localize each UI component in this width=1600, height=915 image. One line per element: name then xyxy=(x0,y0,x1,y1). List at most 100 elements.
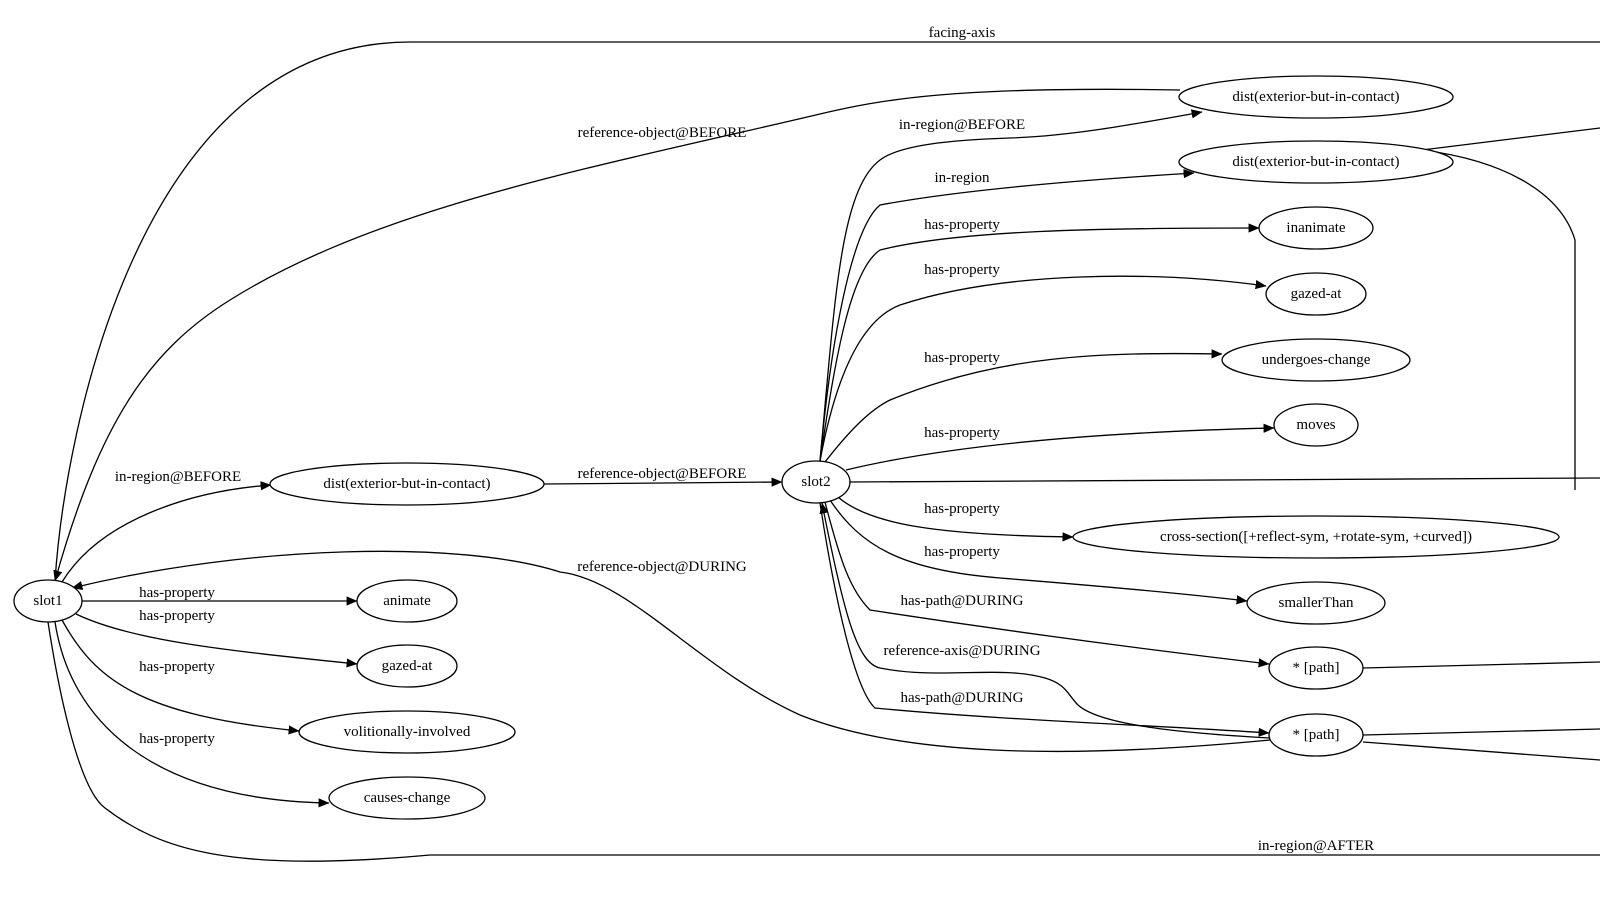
edge-line xyxy=(1362,741,1600,761)
offpage-curve-dist2 xyxy=(1421,149,1576,490)
node-slot2: slot2 xyxy=(781,460,851,504)
edge-label: facing-axis xyxy=(929,25,996,41)
edge-refbefore-mid: reference-object@BEFORE xyxy=(543,466,783,487)
node-label: * [path] xyxy=(1292,727,1339,743)
edge-inregafter: in-region@AFTER xyxy=(47,621,1600,862)
edge-line xyxy=(819,223,1260,462)
edge-line xyxy=(819,109,1203,462)
edge-s2-disttop: in-region@BEFORE xyxy=(819,109,1203,462)
edge-label: in-region@BEFORE xyxy=(899,117,1025,133)
edge-line xyxy=(837,496,1074,542)
node-causes: causes-change xyxy=(328,776,486,820)
node-label: inanimate xyxy=(1286,220,1345,236)
edge-line xyxy=(824,501,1270,668)
edge-label: reference-object@BEFORE xyxy=(578,466,747,482)
node-ellipse xyxy=(1246,581,1386,625)
node-smaller: smallerThan xyxy=(1246,581,1386,625)
node-ellipse xyxy=(1178,75,1454,119)
edge-line xyxy=(1362,728,1600,736)
node-ellipse xyxy=(1178,140,1454,184)
node-volitional: volitionally-involved xyxy=(298,710,516,754)
edge-s1-animate: has-property xyxy=(82,585,358,606)
edge-s1-causes: has-property xyxy=(54,621,330,808)
node-label: moves xyxy=(1296,417,1335,433)
edge-line xyxy=(845,423,1275,471)
node-ellipse xyxy=(1265,272,1367,316)
node-label: slot2 xyxy=(801,474,830,490)
edge-label: in-region xyxy=(935,170,990,186)
edge-line xyxy=(849,477,1600,483)
edge-line xyxy=(54,41,1600,582)
node-gazed2: gazed-at xyxy=(1265,272,1367,316)
node-ellipse xyxy=(1268,646,1364,690)
edge-s2-offpage xyxy=(849,477,1600,483)
node-distTop: dist(exterior-but-in-contact) xyxy=(1178,75,1454,119)
node-label: cross-section([+reflect-sym, +rotate-sym… xyxy=(1160,529,1472,545)
edge-label: has-property xyxy=(139,608,215,624)
edge-s2-gazed: has-property xyxy=(819,262,1267,462)
edge-label: reference-axis@DURING xyxy=(883,643,1040,659)
edge-label: in-region@AFTER xyxy=(1258,838,1374,854)
edge-line xyxy=(47,621,1600,862)
edge-line xyxy=(819,502,1271,739)
node-label: gazed-at xyxy=(1291,286,1343,302)
edge-inregbefore-1: in-region@BEFORE xyxy=(61,469,272,583)
node-dist1: dist(exterior-but-in-contact) xyxy=(269,462,545,506)
edge-s2-path1: has-path@DURING xyxy=(824,501,1270,668)
edge-facing: facing-axis xyxy=(54,25,1600,582)
edge-label: in-region@BEFORE xyxy=(115,469,241,485)
edge-label: has-path@DURING xyxy=(901,593,1024,609)
node-label: dist(exterior-but-in-contact) xyxy=(1232,89,1399,105)
edges: facing-axis reference-object@BEFORE in-reg… xyxy=(47,25,1600,862)
edge-label: reference-object@BEFORE xyxy=(578,125,747,141)
edge-line xyxy=(1362,661,1600,669)
node-label: animate xyxy=(383,593,431,609)
node-label: slot1 xyxy=(33,593,62,609)
node-moves: moves xyxy=(1273,403,1359,447)
node-label: undergoes-change xyxy=(1262,352,1371,368)
node-slot1: slot1 xyxy=(13,579,83,623)
node-ellipse xyxy=(356,644,458,688)
edge-s2-dist2: in-region xyxy=(819,169,1195,462)
edge-label: has-property xyxy=(924,425,1000,441)
edge-s1-volitional: has-property xyxy=(61,619,300,735)
edge-line xyxy=(71,550,1271,753)
edge-line xyxy=(1421,127,1600,151)
edge-line xyxy=(819,502,1270,737)
node-ellipse xyxy=(1258,206,1374,250)
edge-line xyxy=(824,349,1223,463)
edge-path1-offpage xyxy=(1362,661,1600,669)
edge-line xyxy=(819,169,1195,462)
node-gazed1: gazed-at xyxy=(356,644,458,688)
edge-line xyxy=(543,477,783,487)
edge-s2-moves: has-property xyxy=(845,423,1275,471)
edge-line xyxy=(61,481,272,583)
edge-label: has-property xyxy=(139,659,215,675)
node-label: gazed-at xyxy=(382,658,434,674)
node-ellipse xyxy=(1072,515,1560,559)
edge-path2-offpage-b xyxy=(1362,741,1600,761)
node-undergoes: undergoes-change xyxy=(1221,338,1411,382)
node-animate: animate xyxy=(356,579,458,623)
node-ellipse xyxy=(328,776,486,820)
edge-line xyxy=(54,621,330,808)
edge-refduring: reference-object@DURING xyxy=(71,550,1271,753)
edge-line xyxy=(53,88,1181,582)
node-label: smallerThan xyxy=(1279,595,1354,611)
node-label: dist(exterior-but-in-contact) xyxy=(323,476,490,492)
edge-label: has-property xyxy=(924,350,1000,366)
node-path2: * [path] xyxy=(1268,713,1364,757)
edge-line xyxy=(75,613,358,668)
edge-s1-gazed: has-property xyxy=(75,608,358,668)
edge-line xyxy=(61,619,300,735)
edge-s2-cross: has-property xyxy=(837,496,1074,542)
node-ellipse xyxy=(1273,403,1359,447)
edge-label: has-property xyxy=(924,544,1000,560)
edge-s2-path2: has-path@DURING xyxy=(819,502,1270,737)
node-label: dist(exterior-but-in-contact) xyxy=(1232,154,1399,170)
node-label: * [path] xyxy=(1292,660,1339,676)
edge-line xyxy=(829,499,1248,605)
edge-path2-offpage-a xyxy=(1362,728,1600,736)
node-crosssection: cross-section([+reflect-sym, +rotate-sym… xyxy=(1072,515,1560,559)
node-ellipse xyxy=(781,460,851,504)
